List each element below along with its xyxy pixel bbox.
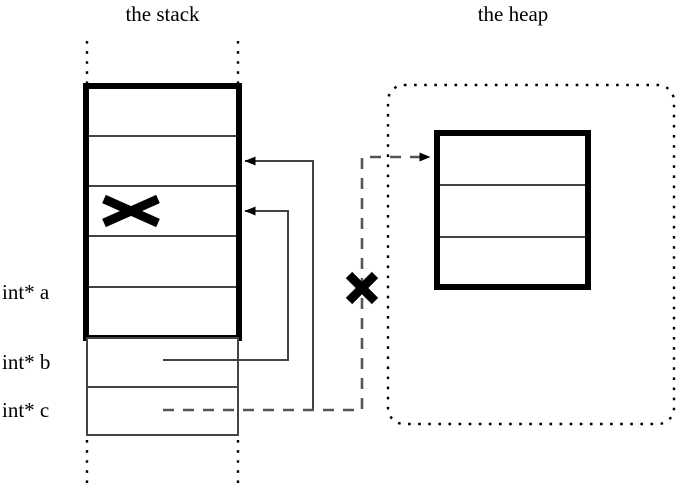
pointer-label-b: int* b	[2, 350, 51, 374]
heap-title: the heap	[477, 2, 549, 26]
pointer-label-a: int* a	[2, 280, 50, 304]
stack-title: the stack	[125, 2, 200, 26]
strike-stack-value-icon	[102, 194, 160, 228]
stack-frame-box	[83, 83, 242, 341]
pointer-stale-connector	[244, 156, 314, 410]
heap-region-container	[386, 83, 676, 426]
pointer-b-connector	[163, 206, 289, 361]
heap-block-box	[434, 130, 591, 290]
pointer-label-c: int* c	[2, 398, 50, 422]
strike-pointer-c-icon	[345, 271, 379, 305]
